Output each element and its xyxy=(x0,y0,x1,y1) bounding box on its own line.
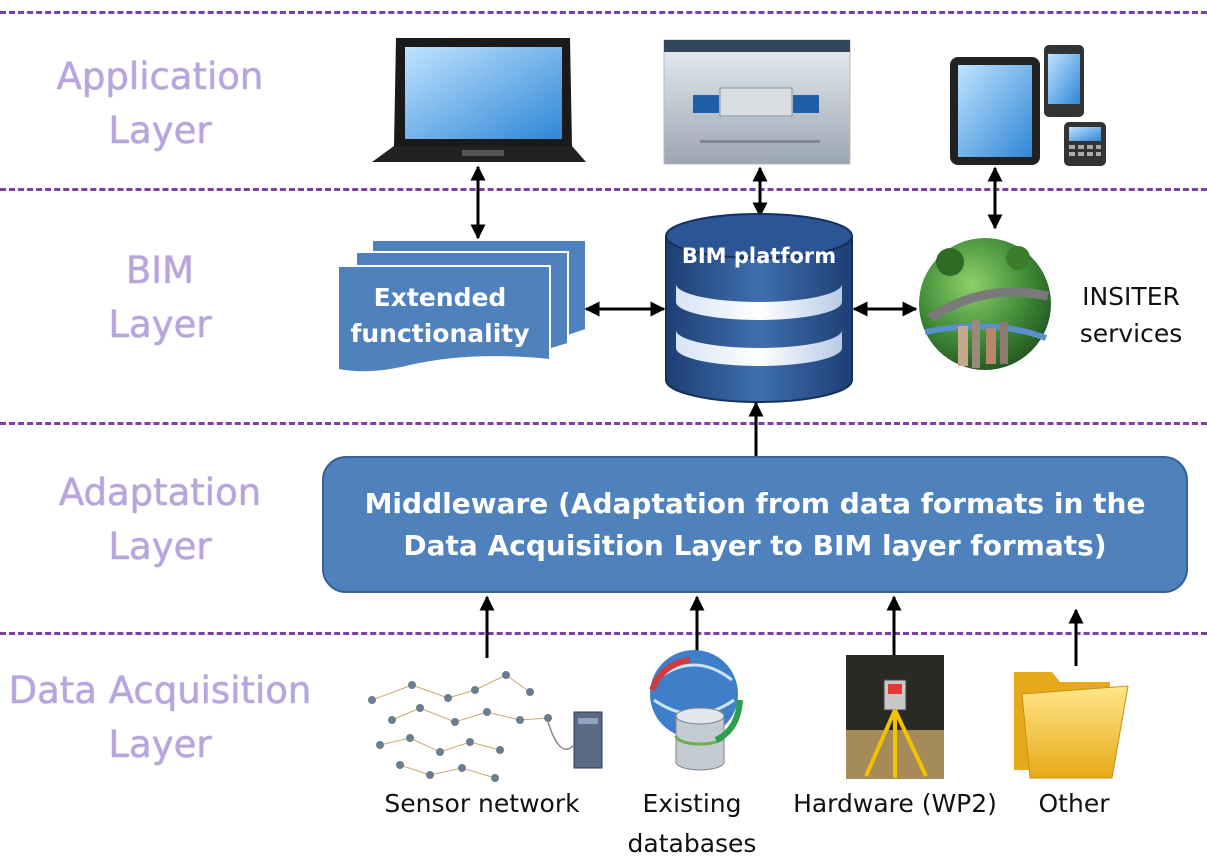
existing-databases-line2: databases xyxy=(627,829,757,858)
bim-layer-label: BIM Layer xyxy=(0,244,320,352)
adaptation-layer-line2: Layer xyxy=(108,525,212,568)
insiter-globe-icon xyxy=(919,238,1051,370)
extended-functionality-label: Extended functionality xyxy=(340,280,540,352)
insiter-services-line1: INSITER xyxy=(1082,282,1180,311)
hardware-scanner-icon xyxy=(846,655,944,779)
extended-functionality-line2: functionality xyxy=(350,319,530,348)
application-layer-line1: Application xyxy=(56,55,264,98)
existing-databases-icon xyxy=(649,650,743,771)
divider-adaptation-acquisition xyxy=(0,632,1207,635)
web-app-screenshot-icon xyxy=(663,39,851,165)
existing-databases-label: Existing databases xyxy=(612,784,772,864)
hardware-label: Hardware (WP2) xyxy=(793,789,997,818)
divider-bim-adaptation xyxy=(0,422,1207,425)
middleware-box: Middleware (Adaptation from data formats… xyxy=(322,456,1188,593)
sensor-network-label: Sensor network xyxy=(384,789,580,818)
acquisition-layer-line1: Data Acquisition xyxy=(8,669,312,712)
divider-app-bim xyxy=(0,188,1207,191)
other-label: Other xyxy=(1038,789,1110,818)
extended-functionality-shape xyxy=(337,239,587,374)
middleware-line1: Middleware (Adaptation from data formats… xyxy=(364,486,1146,520)
insiter-services-label: INSITER services xyxy=(1066,278,1196,352)
middleware-line2: Data Acquisition Layer to BIM layer form… xyxy=(403,528,1107,562)
acquisition-layer-line2: Layer xyxy=(108,723,212,766)
laptop-icon xyxy=(372,38,586,162)
bim-layer-line2: Layer xyxy=(108,303,212,346)
application-layer-label: Application Layer xyxy=(0,50,320,158)
bim-platform-database-icon xyxy=(665,213,853,403)
existing-databases-line1: Existing xyxy=(642,789,742,818)
extended-functionality-line1: Extended xyxy=(373,283,507,312)
application-layer-line2: Layer xyxy=(108,109,212,152)
acquisition-layer-label: Data Acquisition Layer xyxy=(0,664,320,772)
sensor-network-icon xyxy=(368,671,603,782)
insiter-services-line2: services xyxy=(1079,319,1183,348)
folder-icon xyxy=(1014,672,1129,779)
adaptation-layer-line1: Adaptation xyxy=(58,471,262,514)
divider-top xyxy=(0,11,1207,14)
bim-platform-label: BIM platform xyxy=(681,244,837,268)
adaptation-layer-label: Adaptation Layer xyxy=(0,466,320,574)
mobile-devices-icon xyxy=(950,45,1106,166)
bim-layer-line1: BIM xyxy=(125,249,195,292)
